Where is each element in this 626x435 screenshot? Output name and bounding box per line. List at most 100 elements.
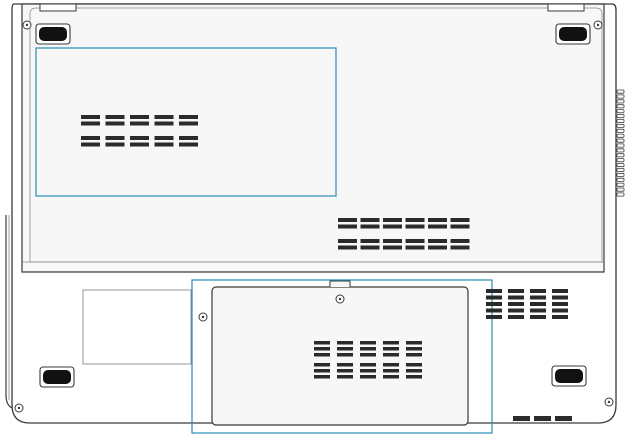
side-port [616, 123, 625, 128]
vent-slot [360, 239, 380, 243]
vent-slot [314, 363, 330, 367]
vent-slot [486, 308, 502, 313]
vent-slot [360, 218, 380, 222]
vent-slot [508, 315, 524, 319]
vent-slot [154, 115, 174, 119]
vent-slot [383, 369, 399, 373]
vent-slot [154, 136, 174, 140]
vent-slot [508, 295, 524, 300]
vent-slot [450, 224, 470, 229]
vent-slot [179, 136, 198, 140]
vent-slot [338, 218, 357, 222]
side-port [616, 94, 625, 99]
vent-slot [337, 341, 353, 345]
vent-slot [360, 353, 376, 357]
rubber-foot [39, 366, 75, 388]
vent-slot [508, 308, 524, 313]
vent-slot [383, 341, 399, 345]
vent-slot [314, 375, 330, 379]
vent-slot [130, 115, 149, 119]
vent-slot [405, 218, 425, 222]
side-port [616, 143, 625, 148]
side-port [616, 119, 625, 124]
vent-slot [338, 239, 357, 243]
label-plate [82, 289, 192, 365]
vent-slot [552, 302, 568, 306]
screw-icon [335, 294, 345, 304]
vent-slot [314, 341, 330, 345]
latch-tab-left [39, 3, 77, 12]
vent-slot [405, 239, 425, 243]
vent-slot [179, 142, 198, 147]
vent-slot [81, 121, 100, 126]
vent-slot [383, 353, 399, 357]
vent-slot [406, 375, 422, 379]
vent-slot [383, 218, 402, 222]
chassis-left-edge [5, 215, 13, 409]
vent-slot [337, 375, 353, 379]
vent-grid-bottom-right [513, 416, 572, 421]
rubber-feet [35, 23, 591, 388]
vent-grid-hdd-cover [314, 341, 422, 379]
vent-slot [383, 245, 402, 250]
vent-slot [534, 416, 551, 421]
vent-slot [552, 295, 568, 300]
vent-slot [105, 121, 125, 126]
memory-compartment-highlight [35, 47, 337, 197]
battery-panel-inner [29, 7, 603, 263]
vent-slot [337, 369, 353, 373]
side-port [616, 182, 625, 187]
screw-icon [593, 20, 603, 30]
side-port [616, 133, 625, 138]
vent-slot [105, 115, 125, 119]
vent-slot [314, 353, 330, 357]
screw-icon [604, 397, 614, 407]
side-port [616, 114, 625, 119]
vent-slot [428, 218, 447, 222]
vent-slot [383, 224, 402, 229]
vent-slot [383, 347, 399, 351]
vent-slot [428, 245, 447, 250]
vent-slot [81, 136, 100, 140]
vent-slot [486, 295, 502, 300]
vent-slot [508, 289, 524, 293]
side-port [616, 153, 625, 158]
vent-slot [130, 121, 149, 126]
vent-slot [314, 369, 330, 373]
vent-slot [530, 302, 546, 306]
vent-slot [530, 295, 546, 300]
vent-slot [450, 245, 470, 250]
side-port [616, 187, 625, 192]
vent-slot [81, 115, 100, 119]
vent-slot [383, 363, 399, 367]
vent-slot [383, 239, 402, 243]
vent-grid-memory [81, 115, 198, 147]
vent-slot [314, 347, 330, 351]
vent-slot [405, 245, 425, 250]
vent-slot [406, 353, 422, 357]
vent-slot [81, 142, 100, 147]
vent-slot [406, 369, 422, 373]
rubber-foot [551, 365, 587, 387]
vent-slot [508, 302, 524, 306]
vent-slot [555, 416, 572, 421]
side-port [616, 177, 625, 182]
vent-grid-battery [338, 218, 470, 250]
battery-panel [21, 3, 605, 273]
vent-slot [338, 224, 357, 229]
vent-slot [360, 347, 376, 351]
vent-slot [130, 136, 149, 140]
side-port [616, 138, 625, 143]
side-ports [616, 89, 625, 197]
vent-slot [179, 121, 198, 126]
screw-icon [198, 312, 208, 322]
side-port [616, 148, 625, 153]
vent-slot [486, 315, 502, 319]
vent-slot [360, 363, 376, 367]
vent-slot [530, 289, 546, 293]
vent-slot [406, 363, 422, 367]
vent-slot [406, 347, 422, 351]
side-port [616, 99, 625, 104]
